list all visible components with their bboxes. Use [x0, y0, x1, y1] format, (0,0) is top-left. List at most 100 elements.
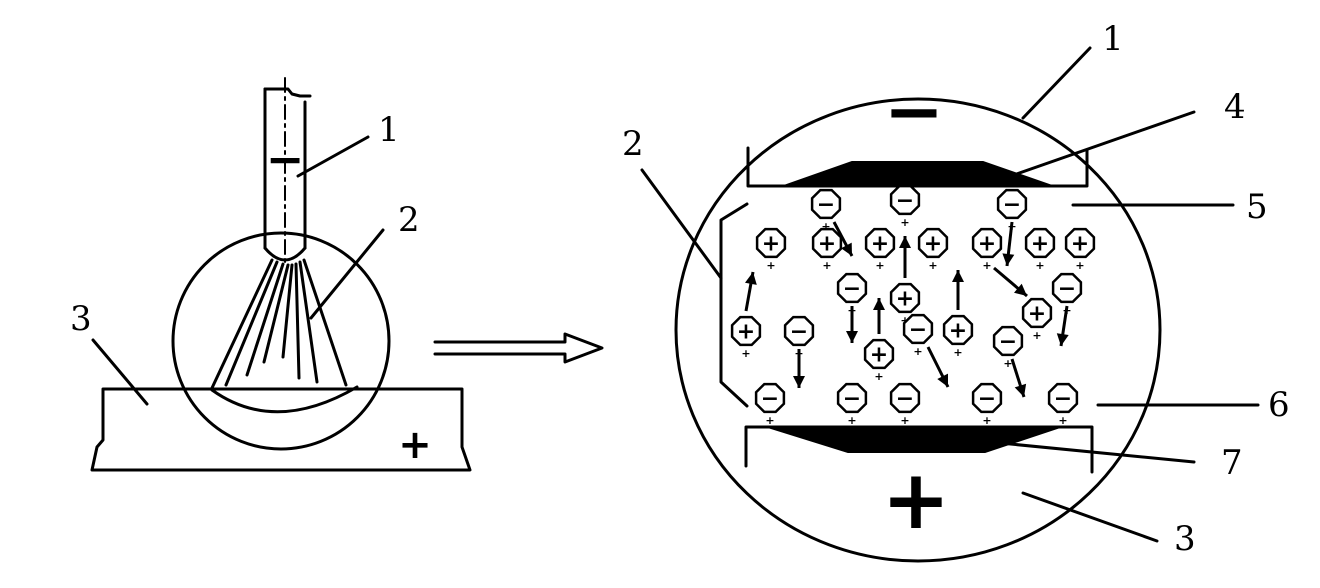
particle-shell	[889, 282, 921, 314]
positive-ion: ++	[730, 315, 762, 360]
particle-shell	[811, 227, 843, 259]
leader-cathode-spot	[1003, 110, 1196, 180]
particle-symbol: +	[870, 343, 888, 368]
charge-mark: +	[982, 259, 991, 272]
particle-symbol: +	[737, 320, 755, 345]
leader-anode-spot	[998, 441, 1196, 464]
electron: −+	[836, 382, 868, 427]
particle-shell	[902, 313, 934, 345]
arc-fan	[210, 258, 348, 390]
label-electrode: 1	[378, 110, 400, 150]
particle-symbol: +	[949, 319, 967, 344]
particle-shell	[917, 227, 949, 259]
particle-shell	[1021, 297, 1053, 329]
charge-mark: +	[913, 345, 922, 358]
charge-mark: +	[874, 370, 883, 383]
motion-arrow	[1002, 221, 1015, 267]
motion-arrow	[832, 221, 854, 257]
charge-mark: +	[1032, 329, 1041, 342]
particle-symbol: +	[818, 232, 836, 257]
particle-symbol: −	[896, 189, 914, 214]
particle-shell	[864, 227, 896, 259]
particle-shell	[992, 325, 1024, 357]
electron: −+	[754, 382, 786, 427]
particle-shell	[971, 382, 1003, 414]
charge-mark: +	[875, 259, 884, 272]
motion-arrow	[952, 270, 964, 310]
particle-symbol: −	[1058, 277, 1076, 302]
leader-workpiece	[91, 338, 149, 406]
positive-ion: ++	[1021, 297, 1053, 342]
particle-shell	[1024, 227, 1056, 259]
positive-ion: ++	[917, 227, 949, 272]
particle-shell	[863, 338, 895, 370]
charge-mark: +	[953, 346, 962, 359]
particle-shell	[755, 227, 787, 259]
label-cathode: 1	[1102, 19, 1124, 59]
particle-symbol: +	[896, 287, 914, 312]
charge-mark: +	[1058, 414, 1067, 427]
electron: −+	[996, 188, 1028, 233]
motion-arrow	[793, 349, 805, 388]
particle-shell	[836, 382, 868, 414]
charge-mark: +	[765, 414, 774, 427]
motion-arrow	[873, 298, 885, 334]
positive-ion: ++	[1064, 227, 1096, 272]
positive-ion: ++	[942, 314, 974, 359]
motion-arrows	[744, 221, 1069, 398]
label-arc: 2	[398, 200, 420, 240]
charge-mark: +	[982, 414, 991, 427]
magnify-arrow	[433, 332, 604, 364]
workpiece-plate	[90, 387, 472, 472]
label-anode-region: 6	[1268, 385, 1290, 425]
charge-mark: +	[766, 259, 775, 272]
cathode-spot	[783, 161, 1053, 187]
motion-arrow	[1056, 305, 1069, 347]
label-anode-spot: 7	[1221, 443, 1243, 483]
magnifier-circle	[171, 231, 391, 451]
motion-arrow	[1010, 358, 1027, 398]
zoom-circle	[674, 97, 1162, 563]
leader-cathode	[1021, 46, 1092, 120]
electron: −+	[889, 184, 921, 229]
positive-ion: ++	[811, 227, 843, 272]
particle-shell	[783, 315, 815, 347]
charge-mark: +	[900, 414, 909, 427]
positive-ion: ++	[1024, 227, 1056, 272]
charge-mark: +	[900, 216, 909, 229]
charge-mark: +	[847, 414, 856, 427]
positive-ion: ++	[971, 227, 1003, 272]
particle-symbol: −	[909, 318, 927, 343]
particle-shell	[942, 314, 974, 346]
particle-symbol: −	[761, 387, 779, 412]
particle-shell	[810, 188, 842, 220]
electrode-rod	[263, 77, 312, 263]
particle-symbol: +	[1028, 302, 1046, 327]
leader-arc	[309, 228, 385, 320]
particle-shell	[889, 184, 921, 216]
particle-symbol: −	[817, 193, 835, 218]
particle-symbol: +	[978, 232, 996, 257]
charge-mark: +	[1003, 357, 1012, 370]
particle-symbol: +	[871, 232, 889, 257]
particle-shell	[730, 315, 762, 347]
particle-symbol: +	[1071, 232, 1089, 257]
leader-zone	[640, 168, 723, 280]
left-view: + − 1 2 3	[70, 77, 472, 472]
electron: −+	[1051, 272, 1083, 317]
motion-arrow	[846, 306, 858, 343]
leader-anode	[1021, 491, 1159, 543]
charge-mark: +	[822, 259, 831, 272]
motion-arrow	[926, 346, 950, 388]
particle-shell	[754, 382, 786, 414]
label-cathode-region: 5	[1246, 187, 1268, 227]
particle-shell	[836, 272, 868, 304]
label-anode: 3	[1174, 519, 1196, 559]
charge-mark: +	[900, 314, 909, 327]
electrode-sign: −	[266, 132, 305, 186]
zone-bracket	[719, 202, 749, 408]
positive-ion: ++	[864, 227, 896, 272]
charge-mark: +	[928, 259, 937, 272]
particle-symbol: −	[978, 387, 996, 412]
